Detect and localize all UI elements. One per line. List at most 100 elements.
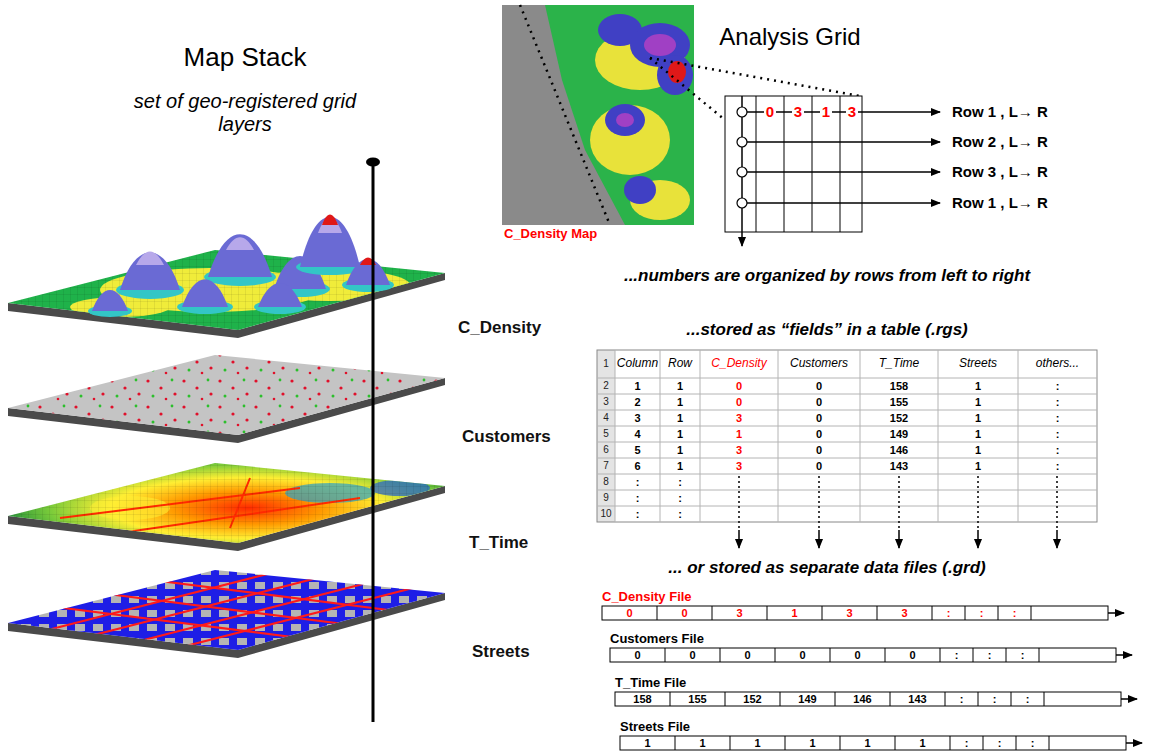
table-cell: 149 — [860, 428, 938, 441]
file-name: T_Time File — [615, 676, 686, 691]
table-cell: 1 — [938, 380, 1018, 393]
file-value: : — [1006, 649, 1039, 662]
table-cell: 1 — [660, 460, 700, 473]
table-cell: : — [660, 476, 700, 489]
file-value: 1 — [767, 607, 822, 620]
row-number: 3 — [597, 396, 615, 408]
table-cell: 143 — [860, 460, 938, 473]
file-value: : — [950, 737, 983, 750]
row-label: Row 1 , L→ R — [952, 194, 1048, 211]
table-cell: 4 — [615, 428, 660, 441]
file-value: 155 — [670, 693, 725, 706]
row-number: 1 — [597, 358, 615, 370]
table-cell: 1 — [938, 444, 1018, 457]
file-name: Customers File — [610, 632, 704, 647]
table-cell: 158 — [860, 380, 938, 393]
streets-layer — [0, 565, 450, 665]
note: ...numbers are organized by rows from le… — [624, 266, 1030, 286]
file-value: : — [1011, 693, 1044, 706]
table-cell: 0 — [778, 428, 860, 441]
file-value: 3 — [822, 607, 877, 620]
file-value: 3 — [877, 607, 932, 620]
file-value: 1 — [840, 737, 895, 750]
grid-value: 1 — [820, 103, 832, 120]
table-cell: : — [1018, 380, 1097, 393]
table-cell: : — [615, 508, 660, 521]
row-number: 10 — [597, 508, 615, 520]
table-cell: 0 — [700, 396, 778, 409]
file-value: 0 — [885, 649, 940, 662]
file-value: : — [932, 607, 965, 620]
stack-pole — [366, 158, 380, 723]
table-header: Streets — [938, 357, 1018, 371]
file-value: 146 — [835, 693, 890, 706]
file-value: 143 — [890, 693, 945, 706]
table-cell: : — [660, 508, 700, 521]
layer-label: C_Density — [458, 318, 541, 338]
density-hills — [88, 215, 394, 318]
grid-value: 3 — [792, 103, 804, 120]
table-cell: : — [660, 492, 700, 505]
file-value: 158 — [615, 693, 670, 706]
file-value: 149 — [780, 693, 835, 706]
file-value: 0 — [657, 607, 712, 620]
layer-label: Streets — [472, 642, 530, 662]
table-cell: 0 — [778, 380, 860, 393]
table-cell: 1 — [660, 428, 700, 441]
row-label: Row 1 , L→ R — [952, 103, 1048, 120]
table-cell: 1 — [660, 380, 700, 393]
note: ...stored as “fields” in a table (.rgs) — [686, 320, 968, 340]
file-value: 152 — [725, 693, 780, 706]
file-value: 0 — [720, 649, 775, 662]
file-value: : — [1016, 737, 1049, 750]
table-cell: 1 — [938, 460, 1018, 473]
heading: Analysis Grid — [719, 23, 860, 51]
file-value: 0 — [665, 649, 720, 662]
table-cell: 1 — [700, 428, 778, 441]
file-value: : — [945, 693, 978, 706]
table-cell: : — [1018, 444, 1097, 457]
table-cell: 3 — [700, 444, 778, 457]
table-cell: : — [1018, 428, 1097, 441]
density-layer — [0, 215, 450, 346]
table-cell: 3 — [700, 412, 778, 425]
row-number: 5 — [597, 428, 615, 440]
table-cell: 5 — [615, 444, 660, 457]
file-value: : — [940, 649, 973, 662]
table-cell: 3 — [615, 412, 660, 425]
row-label: Row 3 , L→ R — [952, 163, 1048, 180]
table-cell: 1 — [938, 412, 1018, 425]
table-cell: : — [1018, 412, 1097, 425]
table-header: Customers — [778, 357, 860, 371]
data-file-strips — [602, 606, 1142, 750]
table-cell: : — [1018, 460, 1097, 473]
table-cell: 1 — [938, 396, 1018, 409]
table-cell: 0 — [778, 412, 860, 425]
field-table — [597, 350, 1097, 548]
file-value: : — [973, 649, 1006, 662]
row-number: 8 — [597, 476, 615, 488]
file-value: 1 — [785, 737, 840, 750]
table-cell: 1 — [938, 428, 1018, 441]
grid-value: 0 — [764, 103, 776, 120]
map-caption: C_Density Map — [504, 227, 597, 242]
table-cell: 3 — [700, 460, 778, 473]
file-value: 0 — [775, 649, 830, 662]
table-cell: 0 — [778, 460, 860, 473]
row-number: 2 — [597, 380, 615, 392]
file-value: 0 — [830, 649, 885, 662]
table-cell: 6 — [615, 460, 660, 473]
file-value: 0 — [610, 649, 665, 662]
table-cell: 1 — [615, 380, 660, 393]
file-value: 1 — [620, 737, 675, 750]
row-number: 4 — [597, 412, 615, 424]
table-header: others... — [1018, 357, 1097, 371]
table-cell: 2 — [615, 396, 660, 409]
table-cell: 155 — [860, 396, 938, 409]
travel-time-layer — [0, 458, 450, 558]
file-value: : — [978, 693, 1011, 706]
table-cell: 1 — [660, 444, 700, 457]
file-value: 0 — [602, 607, 657, 620]
row-number: 6 — [597, 444, 615, 456]
subheading: set of geo-registered grid layers — [130, 90, 360, 136]
